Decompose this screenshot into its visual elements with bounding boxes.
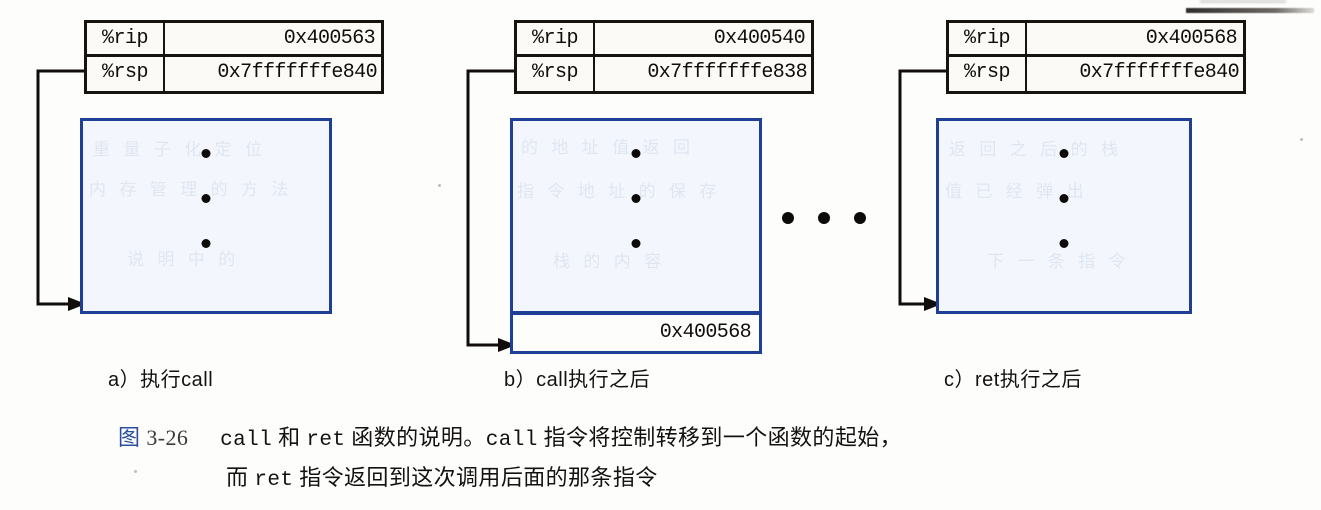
register-value-rip: 0x400563	[283, 27, 376, 50]
stack-box-a: 重 量 子 化 定 位 内 存 管 理 的 方 法 说 明 中 的	[80, 118, 332, 314]
register-name-rsp: %rsp	[87, 57, 165, 91]
ellipsis-dot	[1059, 149, 1069, 158]
scan-speck	[1300, 138, 1303, 141]
register-value-rsp: 0x7fffffffe838	[647, 61, 807, 84]
ghost-line: 内 存 管 理 的 方 法	[89, 180, 293, 200]
rsp-pointer-arrow-c	[898, 69, 946, 311]
register-table-b: %rip 0x400540 %rsp 0x7fffffffe838	[514, 20, 814, 94]
register-table-c: %rip 0x400568 %rsp 0x7fffffffe840	[946, 20, 1246, 94]
ghost-line: 指 令 地 址 的 保 存	[517, 182, 721, 202]
horizontal-ellipsis-between-panels	[782, 212, 866, 224]
register-name-rsp: %rsp	[517, 57, 595, 91]
ellipsis-dot	[631, 194, 641, 203]
figure-caption-line-2: 而 ret 指令返回到这次调用后面的那条指令	[226, 460, 658, 492]
caption-text-3: 指令将控制转移到一个函数的起始，	[537, 425, 903, 450]
scan-speck	[134, 470, 137, 473]
register-row-rsp: %rsp 0x7fffffffe840	[949, 57, 1243, 91]
register-name-rip: %rip	[87, 23, 165, 54]
figure-label: 图	[118, 425, 141, 450]
figure-number: 3-26	[146, 425, 189, 450]
register-value-rsp: 0x7fffffffe840	[217, 61, 377, 84]
ellipsis-dot	[201, 149, 211, 158]
stack-vertical-ellipsis-a	[201, 149, 211, 248]
ghost-line: 说 明 中 的	[127, 250, 240, 270]
caption-ret-mono-2: ret	[254, 469, 294, 492]
rsp-pointer-arrow-b	[466, 69, 516, 352]
panel-caption-b: b）call执行之后	[504, 369, 651, 391]
ghost-line: 返 回 之 后 的 栈	[949, 140, 1123, 160]
ellipsis-dot	[854, 212, 866, 224]
rsp-pointer-arrow-a	[36, 69, 86, 311]
caption-ret-mono-1: ret	[306, 429, 346, 452]
ellipsis-dot	[631, 149, 641, 158]
pushed-return-address-value: 0x400568	[659, 321, 752, 344]
register-row-rsp: %rsp 0x7fffffffe838	[517, 57, 811, 91]
stack-vertical-ellipsis-b	[631, 149, 641, 248]
ellipsis-dot	[201, 239, 211, 248]
scan-artifact-smudge	[1186, 8, 1314, 13]
ghost-line: 下 一 条 指 令	[987, 252, 1130, 272]
register-value-rsp: 0x7fffffffe840	[1079, 61, 1239, 84]
ellipsis-dot	[631, 239, 641, 248]
caption-text-2: 函数的说明。	[345, 425, 486, 450]
register-table-a: %rip 0x400563 %rsp 0x7fffffffe840	[84, 20, 384, 94]
register-name-rsp: %rsp	[949, 57, 1027, 91]
stack-box-b: 的 地 址 值 返 回 指 令 地 址 的 保 存 栈 的 内 容	[510, 118, 762, 314]
ellipsis-dot	[818, 212, 830, 224]
ghost-line: 重 量 子 化 定 位	[93, 140, 267, 160]
panel-caption-c: c）ret执行之后	[944, 369, 1082, 391]
ghost-line: 的 地 址 值 返 回	[521, 138, 695, 158]
caption-call-mono-1: call	[220, 429, 273, 452]
ellipsis-dot	[1059, 239, 1069, 248]
ellipsis-dot	[782, 212, 794, 224]
register-name-rip: %rip	[949, 23, 1027, 54]
register-row-rsp: %rsp 0x7fffffffe840	[87, 57, 381, 91]
ellipsis-dot	[201, 194, 211, 203]
scan-speck	[438, 184, 441, 187]
ghost-line: 栈 的 内 容	[553, 252, 666, 272]
register-value-rip: 0x400540	[713, 27, 806, 50]
stack-box-c: 返 回 之 后 的 栈 值 已 经 弹 出 下 一 条 指 令	[936, 118, 1192, 314]
caption-call-mono-2: call	[485, 429, 538, 452]
caption-text-4: 而	[226, 465, 255, 490]
figure-caption-line-1: 图 3-26 call 和 ret 函数的说明。call 指令将控制转移到一个函…	[118, 420, 902, 452]
caption-text-5: 指令返回到这次调用后面的那条指令	[293, 465, 658, 490]
panel-a-before-call: %rip 0x400563 %rsp 0x7fffffffe840 重 量 子 …	[0, 0, 440, 400]
pushed-return-address-slot: 0x400568	[510, 312, 762, 354]
register-row-rip: %rip 0x400540	[517, 23, 811, 57]
register-name-rip: %rip	[517, 23, 595, 54]
panel-b-after-call: %rip 0x400540 %rsp 0x7fffffffe838 的 地 址 …	[432, 0, 872, 400]
stack-vertical-ellipsis-c	[1059, 149, 1069, 248]
panel-c-after-ret: %rip 0x400568 %rsp 0x7fffffffe840 返 回 之 …	[868, 0, 1308, 400]
caption-text-1: 和	[272, 425, 307, 450]
ellipsis-dot	[1059, 194, 1069, 203]
register-row-rip: %rip 0x400568	[949, 23, 1243, 57]
scan-artifact-smudge-faint	[1200, 0, 1286, 3]
panel-caption-a: a）执行call	[108, 369, 214, 391]
register-value-rip: 0x400568	[1145, 27, 1238, 50]
register-row-rip: %rip 0x400563	[87, 23, 381, 57]
